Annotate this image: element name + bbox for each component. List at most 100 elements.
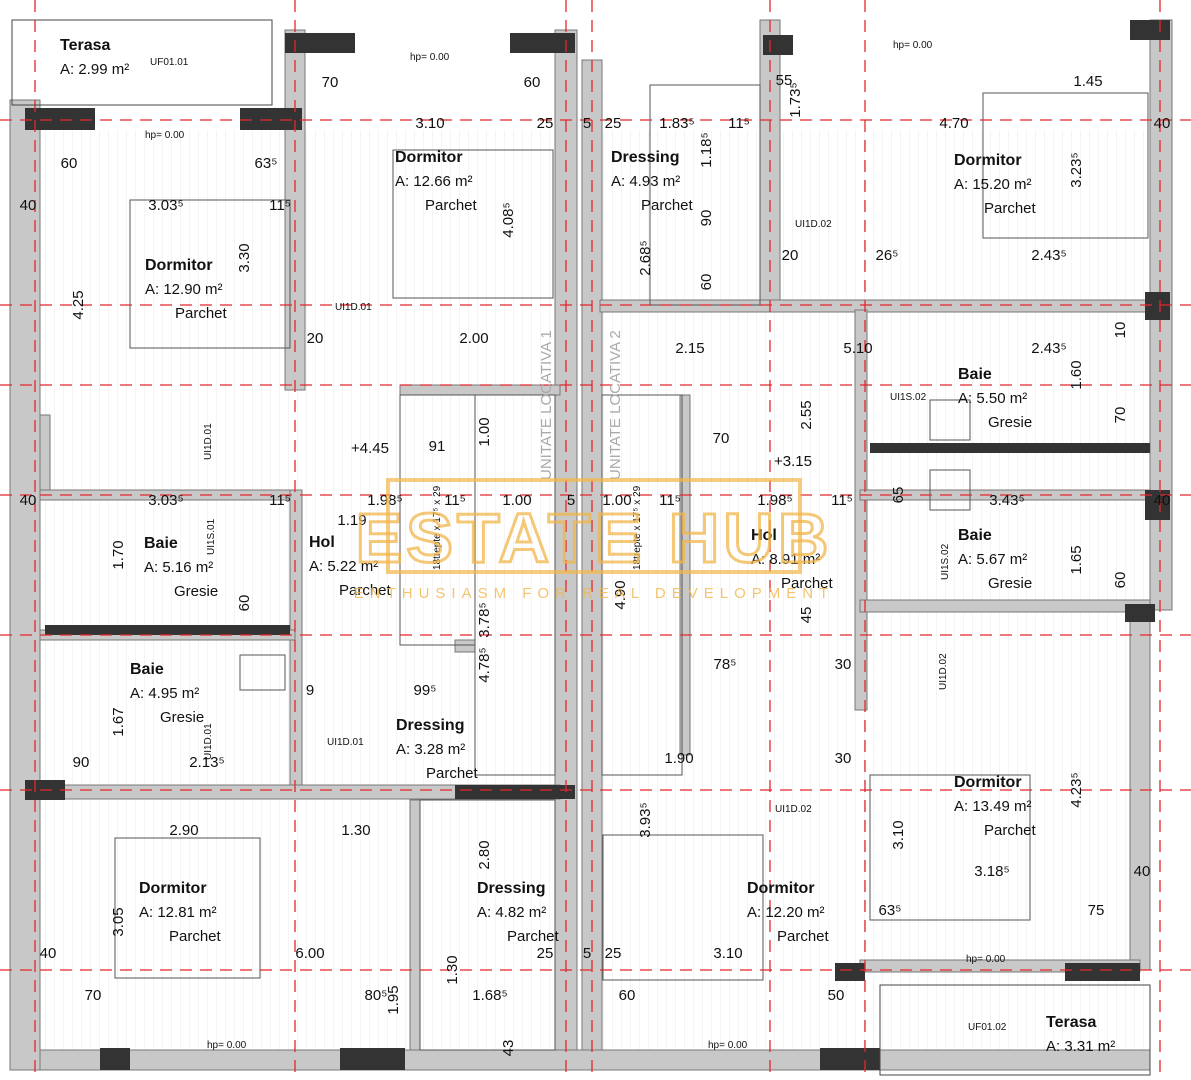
- room-name: Baie: [130, 661, 164, 678]
- dimension-label: 30: [835, 656, 852, 673]
- dimension-label: 1.83⁵: [659, 115, 694, 132]
- watermark-title: ESTATE HUB: [356, 499, 833, 577]
- dimension-label: 55: [776, 72, 793, 89]
- room-area: A: 4.93 m²: [611, 173, 680, 190]
- dimension-label: 60: [698, 274, 715, 291]
- dimension-label: 1.90: [664, 750, 693, 767]
- dimension-label: 26⁵: [876, 247, 899, 264]
- room-name: Dormitor: [954, 774, 1022, 791]
- dimension-label: 50: [828, 987, 845, 1004]
- dimension-label: 11⁵: [269, 197, 291, 214]
- room-area: A: 3.31 m²: [1046, 1038, 1115, 1055]
- dimension-label: 70: [322, 74, 339, 91]
- dimension-label: 40: [40, 945, 57, 962]
- unit-label-1: UNITATE LOCATIVA 1: [538, 330, 555, 480]
- element-tags: UF01.01UF01.02UI1D.01UI1D.01UI1D.01UI1D.…: [145, 40, 1007, 1051]
- dimension-label: 70: [1112, 407, 1129, 424]
- room-area: A: 12.66 m²: [395, 173, 473, 190]
- dimension-label: 60: [619, 987, 636, 1004]
- element-tag: UI1S.02: [890, 392, 927, 403]
- room-area: A: 12.81 m²: [139, 904, 217, 921]
- room-name: Hol: [751, 527, 777, 544]
- dimension-label: 20: [782, 247, 799, 264]
- dimension-label: 3.10: [415, 115, 444, 132]
- dimension-label: 11⁵: [831, 492, 853, 509]
- room-finish: Parchet: [169, 928, 222, 945]
- element-tag: hp= 0.00: [410, 52, 450, 63]
- room-finish: Parchet: [507, 928, 560, 945]
- dimension-label: 2.00: [459, 330, 488, 347]
- element-tag: UI1D.02: [795, 219, 832, 230]
- unit-labels: UNITATE LOCATIVA 1 UNITATE LOCATIVA 2: [538, 330, 624, 480]
- element-tag: UI1D.02: [938, 653, 949, 690]
- element-tag: hp= 0.00: [207, 1040, 247, 1051]
- dimension-label: 63⁵: [255, 155, 278, 172]
- room-finish: Parchet: [641, 197, 694, 214]
- dimension-label: 90: [73, 754, 90, 771]
- unit-label-2: UNITATE LOCATIVA 2: [607, 330, 624, 480]
- dimension-label: 1.00: [602, 492, 631, 509]
- dimension-label: 2.43⁵: [1031, 247, 1066, 264]
- dimension-label: 3.30: [236, 243, 253, 272]
- dimension-label: 1.00: [476, 417, 493, 446]
- room-finish: Gresie: [160, 709, 204, 726]
- dimension-label: 1.67: [110, 707, 127, 736]
- room-finish: Gresie: [174, 583, 218, 600]
- room-label: Dressing A: 4.93 m² Parchet: [611, 149, 694, 214]
- room-finish: Parchet: [984, 822, 1037, 839]
- dimension-label: 6.00: [295, 945, 324, 962]
- dimension-label: 60: [61, 155, 78, 172]
- dimension-label: 78⁵: [714, 656, 737, 673]
- dimension-label: 11⁵: [444, 492, 466, 509]
- room-name: Baie: [958, 366, 992, 383]
- dimension-label: 70: [85, 987, 102, 1004]
- room-area: A: 15.20 m²: [954, 176, 1032, 193]
- room-name: Dormitor: [954, 152, 1022, 169]
- room-name: Baie: [958, 527, 992, 544]
- dimension-label: 75: [1088, 902, 1105, 919]
- dimension-label: 2.68⁵: [637, 240, 654, 275]
- dimension-label: 10: [1112, 322, 1129, 339]
- dimension-label: 5: [567, 492, 575, 509]
- dimension-label: 3.93⁵: [637, 802, 654, 837]
- dimension-label: 60: [236, 595, 253, 612]
- dimension-label: 3.18⁵: [974, 863, 1009, 880]
- room-name: Dressing: [611, 149, 679, 166]
- dimension-label: 40: [1134, 863, 1151, 880]
- dimension-label: 1.73⁵: [787, 82, 804, 117]
- room-name: Hol: [309, 534, 335, 551]
- element-tag: UI1S.02: [940, 543, 951, 580]
- dimension-label: 40: [20, 492, 37, 509]
- room-finish: Parchet: [339, 582, 392, 599]
- element-tag: UI1D.01: [203, 423, 214, 460]
- dimension-label: 1.00: [502, 492, 531, 509]
- room-area: A: 3.28 m²: [396, 741, 465, 758]
- terrace-outlines: [11, 19, 1151, 1076]
- dimension-label: 1.18⁵: [698, 132, 715, 167]
- dimension-label: 1.19: [337, 512, 366, 529]
- dimension-label: 3.03⁵: [148, 492, 183, 509]
- dimension-label: 4.08⁵: [500, 202, 517, 237]
- dimension-label: 63⁵: [879, 902, 902, 919]
- element-tag: UI1D.01: [327, 737, 364, 748]
- dimension-label: +4.45: [351, 440, 389, 457]
- dimension-label: 2.13⁵: [189, 754, 224, 771]
- element-tag: 18trepte x 17⁵ x 29: [432, 485, 443, 570]
- dimension-label: 2.43⁵: [1031, 340, 1066, 357]
- element-tag: UF01.02: [968, 1022, 1007, 1033]
- dimension-label: 1.60: [1068, 360, 1085, 389]
- dimension-label: 25: [537, 945, 554, 962]
- dimension-label: 4.70: [939, 115, 968, 132]
